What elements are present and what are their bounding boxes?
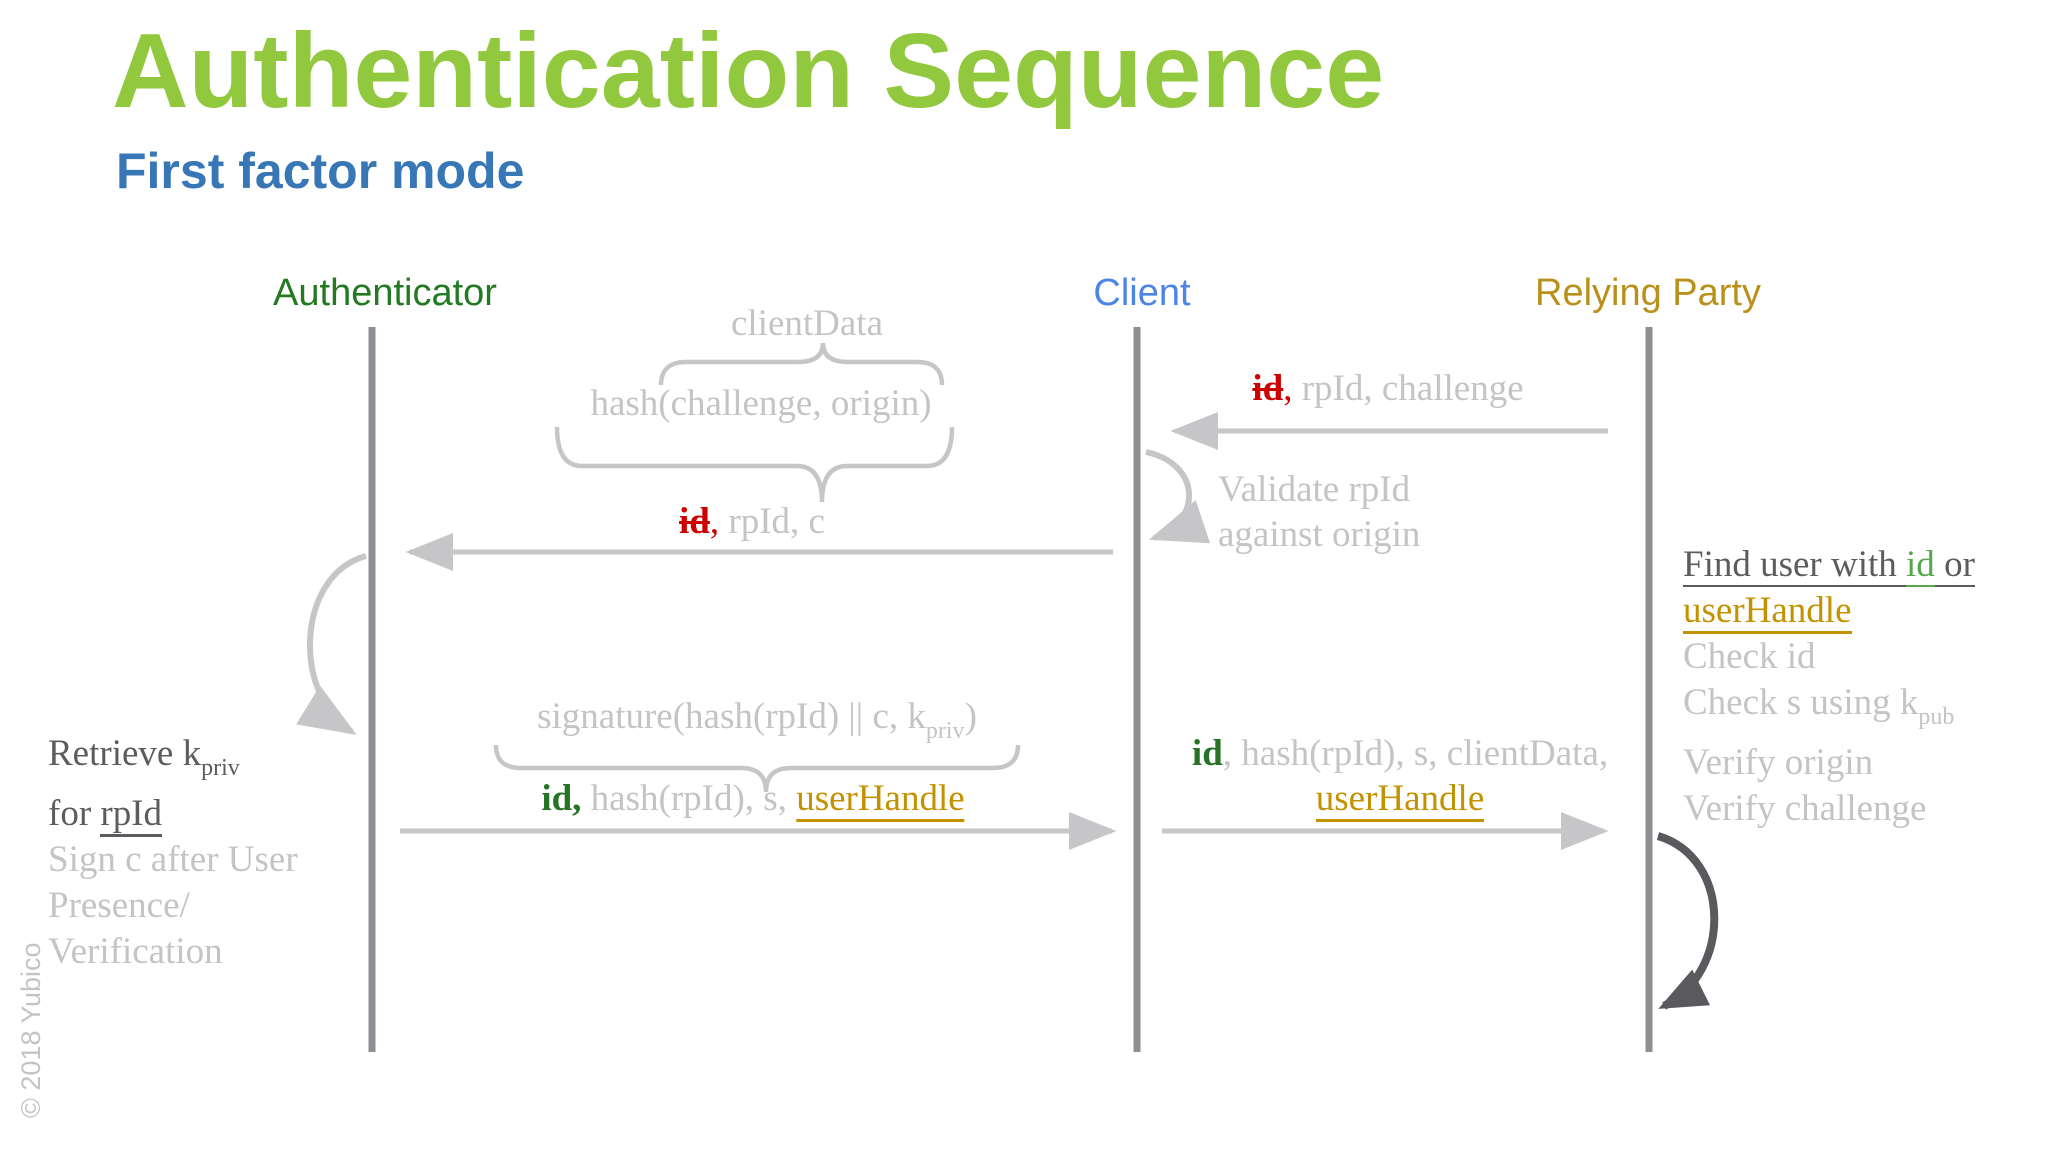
check-s-pre: Check s using k: [1683, 682, 1919, 723]
signature-pre: signature(hash(rpId) || c, k: [537, 696, 926, 737]
actor-label-client: Client: [1093, 272, 1191, 314]
subscript-priv: priv: [201, 755, 240, 781]
message-rest: , hash(rpId), s, clientData,: [1222, 733, 1609, 774]
find-user-pre: Find user with: [1683, 544, 1907, 587]
page-title: Authentication Sequence: [112, 12, 1385, 130]
rp-self-loop-arrow: [1656, 832, 1719, 1010]
auth-note-line3: Sign c after User: [48, 839, 298, 880]
auth-note-line1: Retrieve kpriv: [48, 731, 298, 791]
rpid-link-text: rpId: [100, 793, 163, 837]
userhandle-link-text: userHandle: [1315, 778, 1485, 822]
message-line2: userHandle: [1192, 776, 1608, 822]
green-id-link: id: [1906, 544, 1935, 587]
page-subtitle: First factor mode: [116, 143, 525, 199]
red-comma: ,: [709, 501, 720, 542]
subscript-priv: priv: [925, 718, 965, 744]
rp-note-line2: userHandle: [1683, 588, 1975, 634]
message-authenticator-to-client: id, hash(rpId), s, userHandle: [541, 776, 965, 822]
message-rest: rpId, challenge: [1292, 368, 1524, 409]
rp-note: Find user with id or userHandle Check id…: [1683, 542, 1975, 832]
clientdata-under-brace: [554, 426, 955, 503]
retrieve-k-pre: Retrieve k: [48, 733, 202, 774]
auth-note-line5: Verification: [48, 931, 223, 972]
rp-note-line5: Verify origin: [1683, 742, 1874, 783]
green-id-text: id: [1191, 733, 1223, 774]
clientdata-label: clientData: [730, 303, 884, 344]
userhandle-link-text: userHandle: [796, 778, 965, 822]
message-client-to-rp: id, hash(rpId), s, clientData, userHandl…: [1192, 731, 1608, 822]
signature-post: ): [964, 696, 977, 737]
message-mid: hash(rpId), s,: [581, 778, 797, 819]
auth-note-line2: for rpId: [48, 791, 298, 837]
client-self-loop-arrow: [1145, 449, 1211, 544]
subscript-pub: pub: [1918, 704, 1955, 730]
clientdata-over-brace: [658, 342, 945, 386]
auth-note-line4: Presence/: [48, 885, 190, 926]
signature-under-brace: [493, 744, 1021, 793]
message-rp-to-client: id, rpId, challenge: [1252, 366, 1523, 411]
green-id-text: id,: [541, 778, 582, 819]
struck-id-text: id: [1252, 368, 1284, 409]
message-rest: rpId, c: [719, 501, 825, 542]
red-comma: ,: [1283, 368, 1293, 409]
actor-label-relying-party: Relying Party: [1535, 272, 1761, 314]
rp-note-line3: Check id: [1683, 636, 1816, 677]
authenticator-note: Retrieve kpriv for rpId Sign c after Use…: [48, 731, 298, 975]
message-client-to-authenticator: id, rpId, c: [679, 499, 825, 544]
message-line1: id, hash(rpId), s, clientData,: [1192, 731, 1608, 776]
authenticator-self-loop-arrow: [296, 553, 367, 735]
for-text: for: [48, 793, 101, 834]
find-user-post: or: [1934, 544, 1975, 587]
actor-label-authenticator: Authenticator: [273, 272, 497, 314]
signature-expression-label: signature(hash(rpId) || c, kpriv): [537, 694, 977, 754]
copyright-text: © 2018 Yubico: [16, 942, 46, 1118]
rp-note-line4: Check s using kpub: [1683, 680, 1975, 740]
rp-note-line6: Verify challenge: [1683, 788, 1927, 829]
rp-note-line1: Find user with id or: [1683, 542, 1975, 588]
userhandle-link-text: userHandle: [1683, 590, 1852, 634]
struck-id-text: id: [679, 501, 710, 542]
hash-expression-label: hash(challenge, origin): [590, 383, 932, 424]
validate-line1: Validate rpId: [1218, 469, 1411, 510]
client-self-note: Validate rpId against origin: [1218, 467, 1420, 557]
validate-line2: against origin: [1218, 514, 1421, 555]
